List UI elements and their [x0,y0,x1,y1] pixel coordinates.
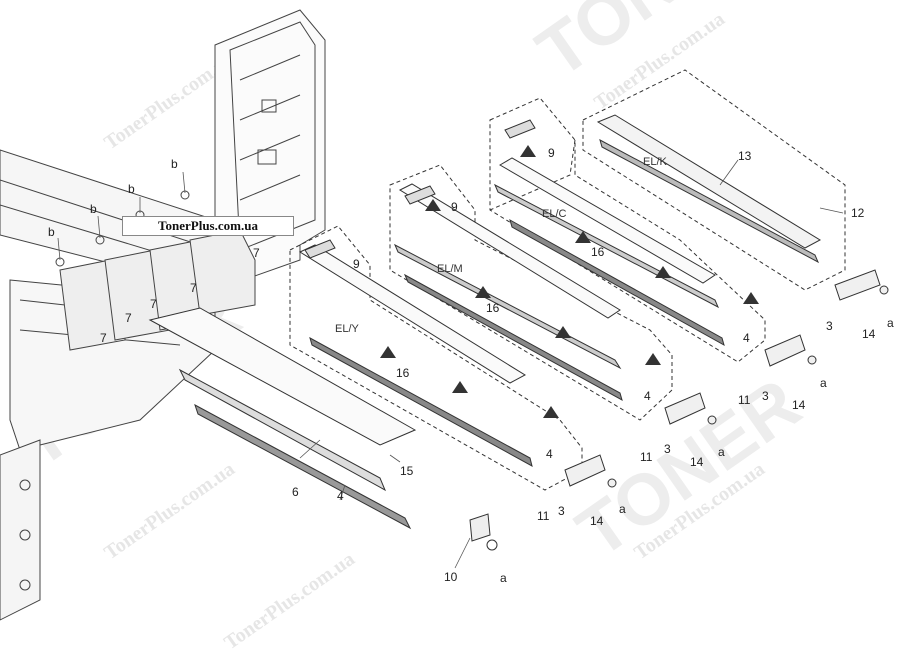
callout-4: 4 [644,389,651,403]
warning-triangle-icon [743,292,759,304]
callout-b: b [48,225,55,239]
callout-11: 11 [537,509,550,523]
warning-triangle-icon [575,231,591,243]
callout-a: a [500,571,507,585]
callout-7: 7 [190,281,197,295]
callout-7: 7 [150,297,157,311]
callout-16: 16 [396,366,410,380]
callouts: b b b b 7 7 7 7 7 9 9 9 EL/K EL/C EL/M E… [48,146,894,585]
callout-10: 10 [444,570,458,584]
warning-triangle-icon [555,326,571,338]
watermark-site: TonerPlus.com.ua [220,548,359,654]
warning-triangle-icon [380,346,396,358]
callout-9: 9 [548,146,555,160]
brackets [564,269,889,488]
callout-12: 12 [851,206,865,220]
callout-7: 7 [253,246,260,260]
callout-4: 4 [546,447,553,461]
warning-triangle-icon [475,286,491,298]
callout-a: a [619,502,626,516]
label-el-c: EL/C [542,208,567,220]
callout-11: 11 [640,450,653,464]
callout-a: a [887,316,894,330]
callout-14: 14 [862,327,876,341]
callout-14: 14 [590,514,604,528]
callout-b: b [171,157,178,171]
callout-4: 4 [743,331,750,345]
warning-triangle-icon [425,199,441,211]
callout-3: 3 [558,504,565,518]
callout-11: 11 [738,393,751,407]
callout-3: 3 [762,389,769,403]
leader-lines [57,159,844,569]
callout-15: 15 [400,464,414,478]
callout-7: 7 [100,331,107,345]
warning-triangle-icon [520,145,536,157]
warning-triangle-icon [655,266,671,278]
callout-7: 7 [125,311,132,325]
callout-14: 14 [690,455,704,469]
callout-14: 14 [792,398,806,412]
callout-3: 3 [826,319,833,333]
label-el-y: EL/Y [335,323,360,335]
callout-b: b [128,182,135,196]
callout-13: 13 [738,149,752,163]
label-el-m: EL/M [437,263,463,275]
callout-16: 16 [591,245,605,259]
label-el-k: EL/K [643,156,668,168]
warning-triangle-icon [645,353,661,365]
warning-triangle-icon [543,406,559,418]
callout-9: 9 [353,257,360,271]
callout-b: b [90,202,97,216]
callout-a: a [820,376,827,390]
site-label: TonerPlus.com.ua [122,216,294,236]
watermark-site: TonerPlus.com.ua [100,458,239,564]
callout-6: 6 [292,485,299,499]
callout-a: a [718,445,725,459]
warning-triangle-icon [452,381,468,393]
callout-3: 3 [664,442,671,456]
callout-4: 4 [337,489,344,503]
callout-16: 16 [486,301,500,315]
warning-icons [380,145,759,418]
callout-9: 9 [451,200,458,214]
